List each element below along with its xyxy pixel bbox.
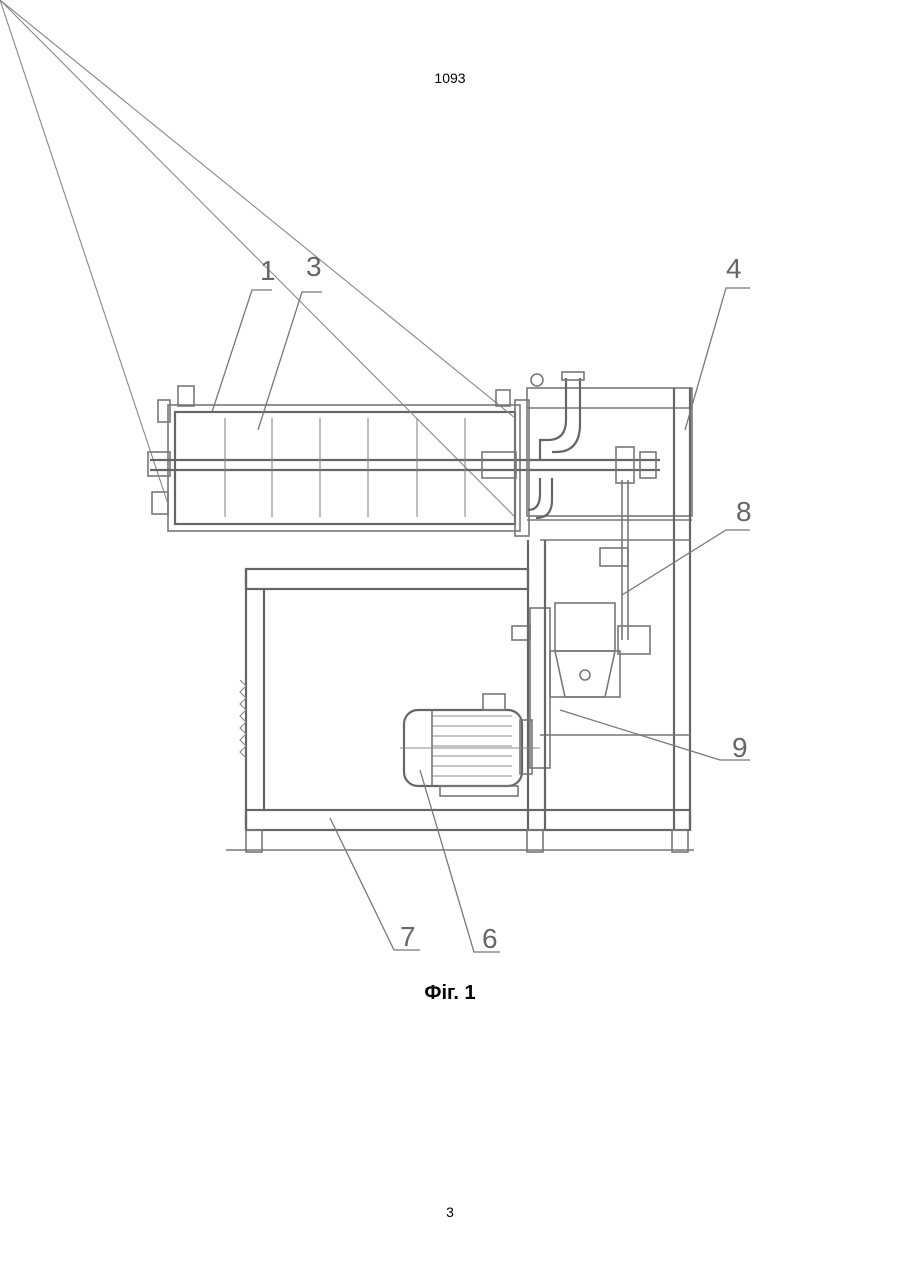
callout-8: 8 — [736, 496, 752, 527]
page-footer-number: 3 — [0, 1204, 900, 1220]
right-frame — [527, 372, 692, 830]
electric-motor — [400, 694, 540, 796]
callout-1: 1 — [260, 255, 276, 286]
callout-4: 4 — [726, 253, 742, 284]
figure-caption: Фіг. 1 — [0, 982, 900, 1005]
callout-6: 6 — [482, 923, 498, 954]
callout-labels: 1 3 4 8 9 7 6 — [260, 251, 752, 954]
callout-7: 7 — [400, 921, 416, 952]
callout-9: 9 — [732, 732, 748, 763]
callout-3: 3 — [306, 251, 322, 282]
cylinder-assembly — [0, 0, 660, 536]
drive-assembly — [512, 480, 650, 830]
